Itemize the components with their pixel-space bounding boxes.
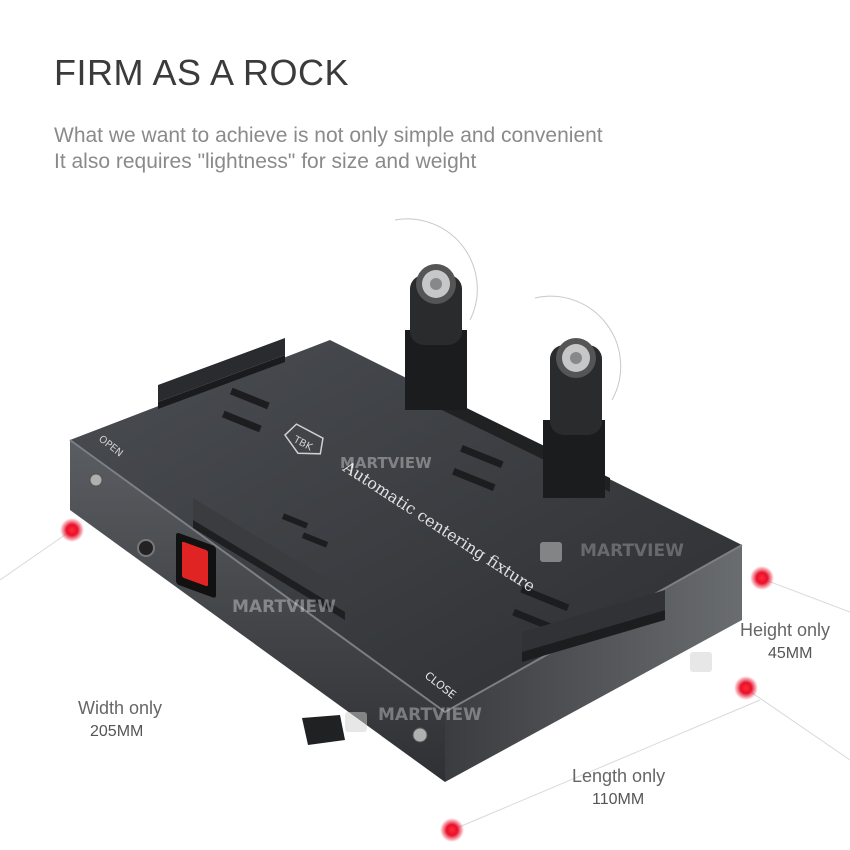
watermark-m-icon xyxy=(345,542,712,732)
roller-upright-left xyxy=(394,218,478,410)
marker-height-bottom xyxy=(734,676,758,700)
clamp-right xyxy=(522,590,665,662)
screw-right xyxy=(412,727,428,743)
clamp-front xyxy=(193,498,345,620)
top-slots xyxy=(221,387,570,635)
clamp-left-back xyxy=(158,338,285,409)
power-switch xyxy=(176,532,216,598)
fixture-front-face xyxy=(70,440,445,782)
watermark-2: MARTVIEW xyxy=(580,541,684,561)
dimension-guides xyxy=(0,529,850,831)
marker-length xyxy=(440,818,464,842)
marker-height-top xyxy=(750,566,774,590)
tab-lever xyxy=(302,715,345,745)
indicator-light xyxy=(137,539,155,557)
watermark-4: MARTVIEW xyxy=(378,705,482,725)
length-dimension: Length only 110MM xyxy=(572,764,665,812)
width-label: Width only xyxy=(78,698,163,718)
length-value: 110MM xyxy=(592,791,645,808)
width-dimension: Width only 205MM xyxy=(78,696,162,744)
height-value: 45MM xyxy=(768,645,813,662)
length-label: Length only xyxy=(572,766,666,786)
height-dimension: Height only 45MM xyxy=(740,618,830,666)
headline: FIRM AS A ROCK xyxy=(54,52,350,93)
screw-left xyxy=(89,473,103,487)
height-label: Height only xyxy=(740,620,831,640)
subtitle-line-1: What we want to achieve is not only simp… xyxy=(54,124,603,147)
fixture-side-face xyxy=(445,545,742,782)
watermark-3: MARTVIEW xyxy=(232,597,336,617)
subtitle-line-2: It also requires "lightness" for size an… xyxy=(54,150,477,173)
watermark-1: MARTVIEW xyxy=(340,454,432,472)
marker-width xyxy=(60,518,84,542)
roller-upright-right xyxy=(534,295,622,498)
width-value: 205MM xyxy=(90,723,144,740)
